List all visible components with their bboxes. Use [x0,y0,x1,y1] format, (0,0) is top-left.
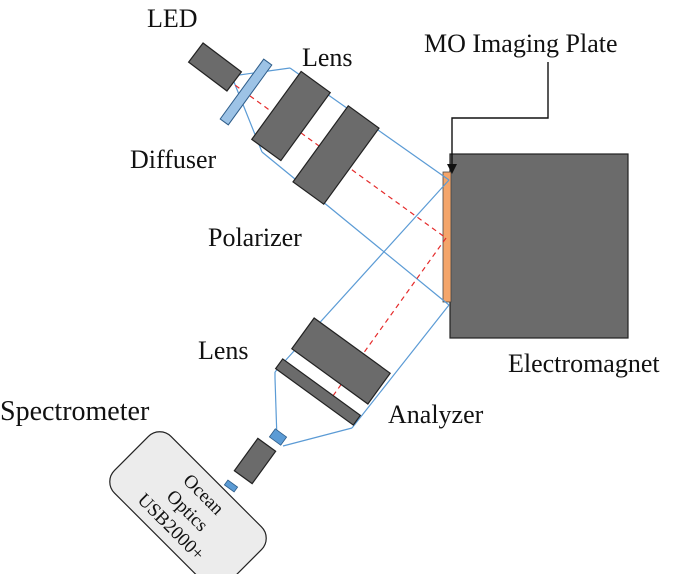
label-mo-imaging-plate: MO Imaging Plate [424,29,618,58]
label-electromagnet: Electromagnet [508,349,660,378]
led [187,42,243,92]
diffuser [219,58,273,126]
spectrometer-device: Ocean Optics USB2000+ [109,431,267,574]
label-spectrometer: Spectrometer [0,396,150,427]
electromagnet [449,153,629,339]
lens-top [250,70,332,162]
mo-plate-arrowhead [447,164,457,174]
analyzer [290,317,392,405]
incident-beam-envelope [231,67,450,306]
lens-bottom [274,358,362,426]
label-diffuser: Diffuser [130,145,217,174]
label-analyzer: Analyzer [388,400,484,429]
fiber-coupler [223,428,288,493]
label-lens-bottom: Lens [198,336,249,365]
mo-imaging-plate [442,171,452,303]
polarizer [292,104,380,206]
label-lens-top: Lens [302,43,353,72]
label-polarizer: Polarizer [208,223,302,252]
mo-plate-callout-arrow [451,62,549,166]
label-led: LED [147,4,198,33]
